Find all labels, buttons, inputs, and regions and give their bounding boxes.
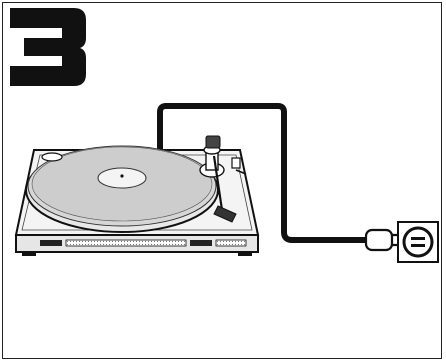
wall-outlet-icon: [398, 222, 438, 262]
plug-icon: [366, 230, 400, 250]
turntable-icon: [16, 136, 258, 256]
